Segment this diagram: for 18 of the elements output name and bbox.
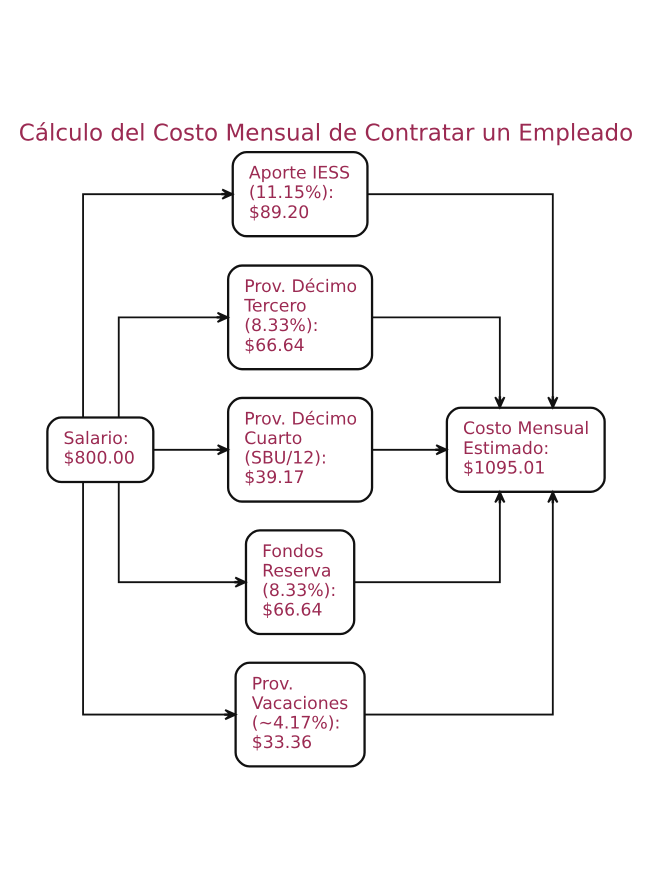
- arrow: [372, 444, 448, 456]
- node-box: Prov. Décimo Cuarto (SBU/12): $39.17: [226, 396, 374, 503]
- arrow: [118, 482, 247, 588]
- arrow: [118, 312, 229, 418]
- node-box: Salario: $800.00: [46, 416, 154, 484]
- node-box: Prov. Vacaciones (~4.17%): $33.36: [234, 662, 366, 768]
- node-box: Aporte IESS (11.15%): $89.20: [232, 151, 369, 238]
- arrow: [354, 491, 506, 584]
- arrow: [153, 444, 229, 456]
- diagram-title: Cálculo del Costo Mensual de Contratar un Empleado: [18, 120, 634, 147]
- arrow: [82, 188, 234, 418]
- arrow: [82, 482, 236, 720]
- arrow: [364, 491, 558, 716]
- node-box: Fondos Reserva (8.33%): $66.64: [244, 529, 356, 636]
- arrow: [367, 193, 558, 408]
- arrow: [372, 316, 506, 408]
- node-box: Prov. Décimo Tercero (8.33%): $66.64: [226, 264, 374, 370]
- node-box: Costo Mensual Estimado: $1095.01: [446, 406, 606, 493]
